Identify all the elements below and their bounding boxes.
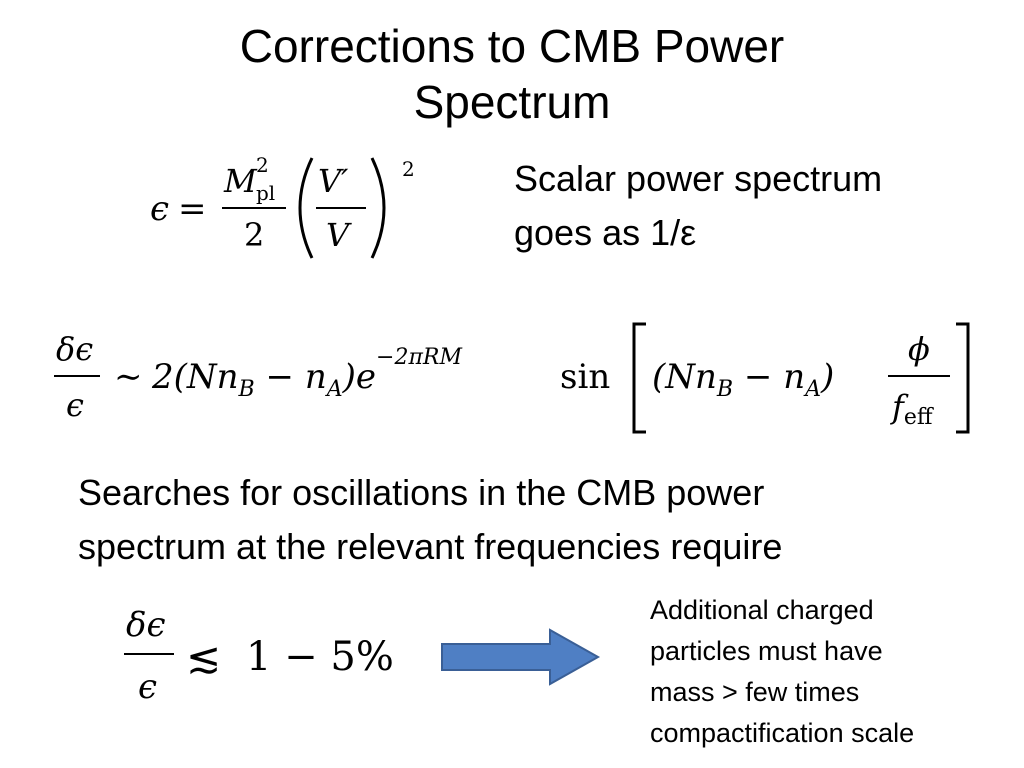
eq2-lhs-numerator: δϵ	[56, 330, 93, 368]
eq1-mass-exponent: 2	[256, 153, 269, 177]
eq1-denominator: 2	[244, 216, 264, 254]
scalar-power-line-2: goes as 1/ε	[514, 212, 697, 253]
arrow-shape	[441, 628, 601, 686]
eq1-right-paren	[370, 157, 386, 259]
bound-equation: δϵ ϵ ≲ 1 − 5%	[124, 605, 394, 707]
eq3-denominator: ϵ	[138, 667, 157, 707]
eq2-phi: ϕ	[908, 330, 930, 368]
mass-conclusion-note: Additional charged particles must have m…	[650, 590, 990, 754]
eq1-outer-exponent: 2	[402, 157, 415, 181]
eq3-numerator: δϵ	[126, 605, 166, 645]
eq1-lhs: ϵ	[150, 189, 169, 229]
eq3-rhs: 1 − 5%	[246, 634, 394, 680]
title-line-2: Spectrum	[413, 76, 611, 128]
slide-title: Corrections to CMB Power Spectrum	[0, 18, 1024, 130]
scalar-power-note: Scalar power spectrum goes as 1/ε	[514, 152, 882, 260]
eq3-relation: ≲	[186, 633, 221, 682]
title-line-1: Corrections to CMB Power	[239, 20, 785, 72]
search-requirement-text: Searches for oscillations in the CMB pow…	[78, 466, 978, 574]
eq2-term: 2(NnB − nA)e−2πRM	[151, 345, 462, 402]
eq1-mass-subscript: pl	[256, 181, 275, 205]
eq2-sin: sin	[560, 357, 610, 397]
eq2-f: feff	[890, 388, 934, 430]
body-line-1: Searches for oscillations in the CMB pow…	[78, 472, 765, 513]
eq2-bracket-term: (NnB − nA)	[652, 357, 834, 402]
eq2-left-bracket	[632, 322, 646, 434]
eq2-sim: ∼	[114, 357, 143, 397]
eq1-inner-denominator: V	[326, 216, 352, 254]
body-line-2: spectrum at the relevant frequencies req…	[78, 526, 783, 567]
eq1-equals: =	[178, 189, 207, 229]
eq1-mass: M	[223, 162, 258, 200]
eq1-left-paren	[298, 157, 314, 259]
scalar-power-line-1: Scalar power spectrum	[514, 158, 883, 199]
note-line-2: particles must have	[650, 636, 883, 666]
note-line-4: compactification scale	[650, 718, 915, 748]
note-line-1: Additional charged	[650, 595, 874, 625]
eq2-lhs-denominator: ϵ	[66, 386, 84, 424]
note-line-3: mass > few times	[650, 677, 860, 707]
correction-equation: δϵ ϵ ∼ 2(NnB − nA)e−2πRM sin (NnB − nA) …	[54, 322, 970, 434]
eq1-inner-numerator: V′	[318, 162, 349, 200]
epsilon-definition-equation: ϵ = M 2 pl 2 V′ V 2	[150, 153, 415, 259]
right-arrow-icon	[441, 628, 601, 686]
eq2-right-bracket	[956, 322, 970, 434]
